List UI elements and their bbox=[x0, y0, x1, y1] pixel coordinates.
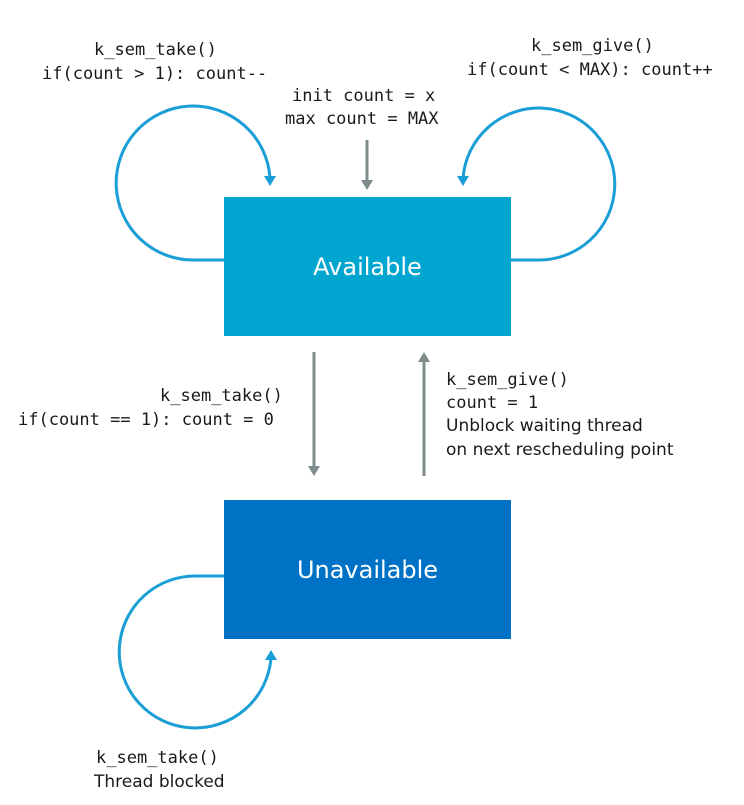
state-available: Available bbox=[224, 197, 511, 336]
give-loop-label-line2: if(count < MAX): count++ bbox=[467, 60, 713, 80]
give-up-label-line3: Unblock waiting thread bbox=[446, 416, 643, 436]
blocked-self-loop-arrowhead bbox=[265, 650, 277, 660]
take-loop-label-line1: k_sem_take() bbox=[94, 40, 217, 60]
give-up-label-line2: count = 1 bbox=[446, 393, 539, 413]
blocked-self-loop-arrow bbox=[117, 574, 273, 730]
state-unavailable-label: Unavailable bbox=[296, 555, 439, 584]
init-arrowhead bbox=[361, 180, 373, 190]
take-down-label-line1: k_sem_take() bbox=[160, 386, 283, 406]
take-self-loop-arrowhead bbox=[264, 176, 276, 186]
state-available-label: Available bbox=[313, 252, 422, 281]
give-up-label-line1: k_sem_give() bbox=[446, 370, 569, 390]
give-self-loop-arrow bbox=[461, 106, 617, 262]
give-up-arrowhead bbox=[418, 352, 430, 362]
give-up-label-line4: on next rescheduling point bbox=[446, 440, 674, 460]
init-label-line1: init count = x bbox=[292, 86, 436, 106]
take-self-loop-arrow bbox=[114, 104, 272, 262]
take-down-arrowhead bbox=[308, 466, 320, 476]
blocked-loop-label-line2: Thread blocked bbox=[94, 772, 225, 792]
take-down-label-line2: if(count == 1): count = 0 bbox=[18, 410, 274, 430]
state-unavailable: Unavailable bbox=[224, 500, 511, 639]
give-self-loop-arrowhead bbox=[457, 176, 469, 186]
blocked-loop-label-line1: k_sem_take() bbox=[96, 748, 219, 768]
take-loop-label-line2: if(count > 1): count-- bbox=[42, 64, 268, 84]
give-loop-label-line1: k_sem_give() bbox=[531, 36, 654, 56]
init-label-line2: max count = MAX bbox=[285, 109, 439, 129]
